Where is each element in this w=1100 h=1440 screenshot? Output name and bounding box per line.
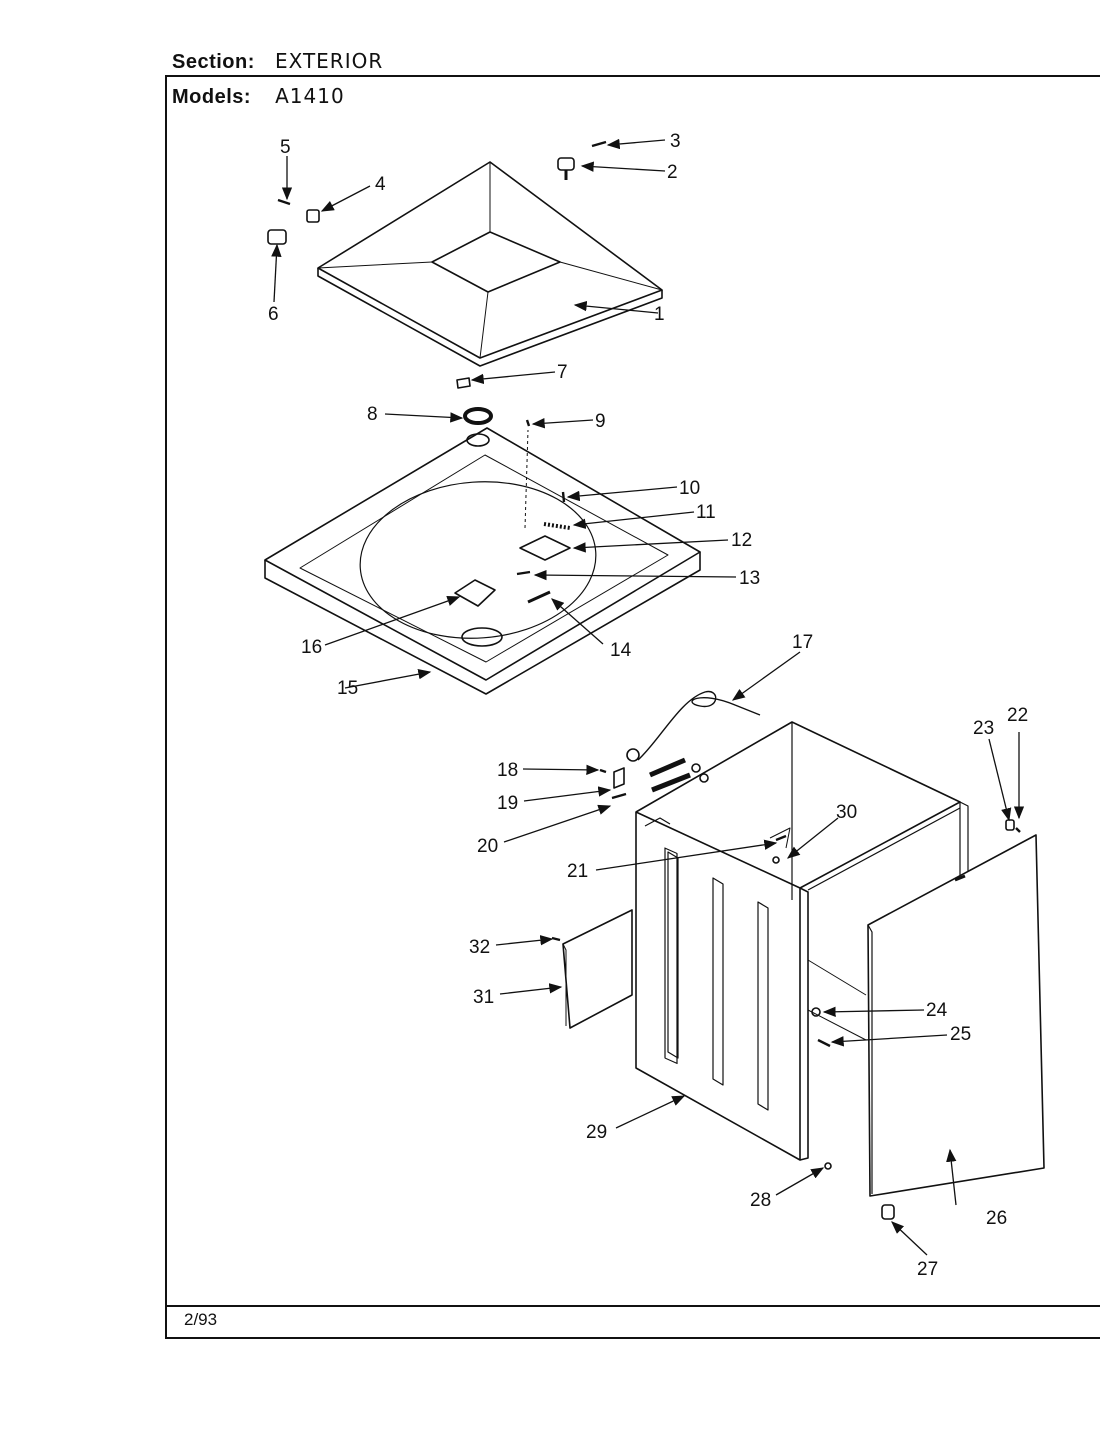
section-header: Section: EXTERIOR <box>172 49 383 74</box>
callout-30: 30 <box>836 802 857 823</box>
callout-12: 12 <box>731 530 752 551</box>
top-panel-part <box>264 427 701 695</box>
models-label: Models: <box>172 86 252 108</box>
access-panel-part <box>562 909 633 1029</box>
cabinet-body-part <box>635 721 969 1161</box>
models-header: Models: A1410 <box>172 84 345 109</box>
callout-23: 23 <box>973 718 994 739</box>
callout-27: 27 <box>917 1259 938 1280</box>
callout-16: 16 <box>301 637 322 658</box>
callout-24: 24 <box>926 1000 948 1021</box>
callout-29: 29 <box>586 1122 607 1143</box>
callout-10: 10 <box>679 478 700 499</box>
callout-9: 9 <box>595 411 606 432</box>
callout-25: 25 <box>950 1024 971 1045</box>
callout-17: 17 <box>792 632 813 653</box>
lid-part <box>317 161 663 367</box>
callout-4: 4 <box>375 174 386 195</box>
callout-13: 13 <box>739 568 760 589</box>
callout-8: 8 <box>367 404 378 425</box>
section-label: Section: <box>172 51 255 73</box>
leader-lines <box>271 138 1025 1256</box>
callout-7: 7 <box>557 362 568 383</box>
callout-6: 6 <box>268 304 279 325</box>
power-cord-part <box>626 690 761 793</box>
callout-31: 31 <box>473 987 494 1008</box>
footer-divider <box>165 1305 1100 1307</box>
section-value: EXTERIOR <box>274 49 384 73</box>
fastener-parts <box>551 767 1021 1220</box>
callout-26: 26 <box>986 1208 1007 1229</box>
callout-28: 28 <box>750 1190 771 1211</box>
callout-32: 32 <box>469 937 490 958</box>
latch-parts <box>463 407 571 604</box>
callout-22: 22 <box>1007 705 1028 726</box>
hinge-parts <box>267 140 607 389</box>
callout-3: 3 <box>670 131 681 152</box>
callout-19: 19 <box>497 793 518 814</box>
callout-21: 21 <box>567 861 588 882</box>
rear-panel-part <box>867 834 1045 1197</box>
callout-1: 1 <box>654 304 665 325</box>
callout-labels: 1 2 3 4 5 6 7 8 9 10 11 12 13 14 15 16 1… <box>268 131 1028 1280</box>
footer-date: 2/93 <box>184 1310 218 1329</box>
callout-5: 5 <box>280 137 291 158</box>
callout-18: 18 <box>497 760 518 781</box>
callout-2: 2 <box>667 162 678 183</box>
callout-14: 14 <box>610 640 632 661</box>
diagram-frame <box>165 75 1100 1339</box>
callout-11: 11 <box>696 502 716 523</box>
callout-15: 15 <box>337 678 358 699</box>
callout-20: 20 <box>477 836 498 857</box>
models-value: A1410 <box>275 84 345 108</box>
